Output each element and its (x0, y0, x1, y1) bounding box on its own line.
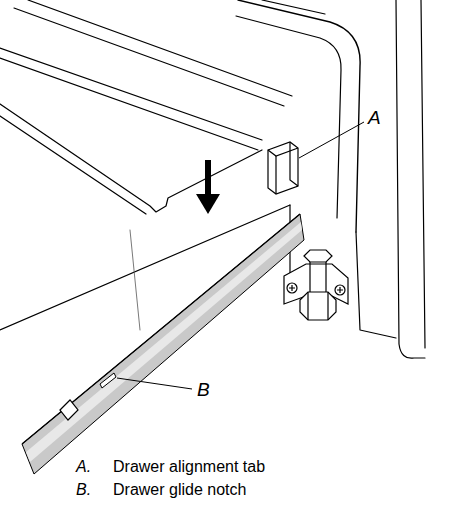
key-letter: A. (76, 458, 91, 476)
callout-letter: A (368, 108, 381, 129)
key-description: Drawer glide notch (113, 481, 246, 499)
key-description: Drawer alignment tab (113, 458, 265, 476)
key-letter: B. (76, 481, 91, 499)
callout-letter: B (197, 380, 210, 401)
